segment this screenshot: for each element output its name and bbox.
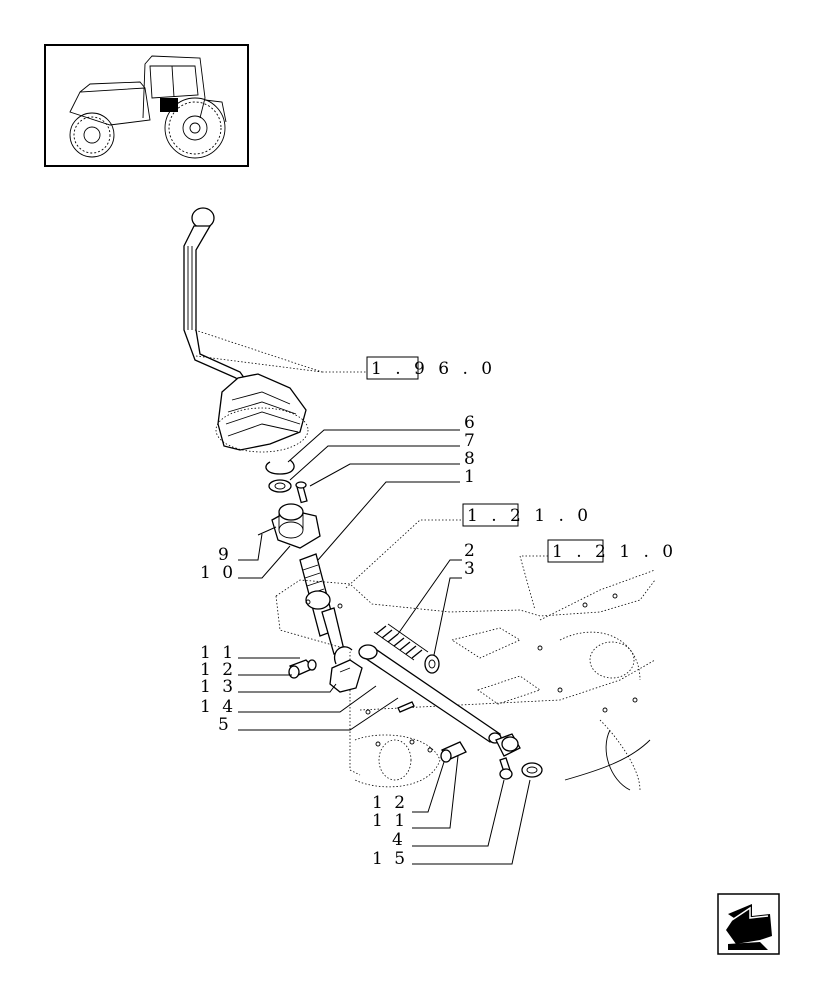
callout-4: 4 <box>392 830 406 850</box>
back-navigation-button[interactable] <box>717 893 780 955</box>
callout-10: 1 0 <box>200 563 236 583</box>
fork-part-13 <box>329 646 363 693</box>
washer-part-3 <box>424 654 440 674</box>
reference-1-21-0-right-text: 1 . 2 1 . 0 <box>552 542 677 562</box>
plug-part-11-lower <box>440 741 467 763</box>
washer-part-15 <box>521 762 543 778</box>
callout-labels: 6 7 8 1 9 1 0 2 3 1 1 1 2 1 3 1 4 5 1 2 … <box>200 413 478 869</box>
callout-14: 1 4 <box>200 697 236 717</box>
reference-1-96-0[interactable]: 1 . 9 6 . 0 <box>366 356 496 380</box>
callout-11-bottom: 1 1 <box>372 811 408 831</box>
gear-lever-assembly <box>183 207 367 453</box>
joint-part-4 <box>495 733 521 780</box>
callout-11-left: 1 1 <box>200 643 236 663</box>
plug-part-11-left <box>288 659 317 679</box>
callout-2: 2 <box>464 541 478 561</box>
reference-1-21-0-left-text: 1 . 2 1 . 0 <box>467 506 592 526</box>
tractor-thumbnail[interactable] <box>44 44 249 167</box>
callout-1: 1 <box>464 467 478 487</box>
callout-8: 8 <box>464 449 478 469</box>
arrow-back-icon <box>726 904 772 950</box>
callout-7: 7 <box>464 431 478 451</box>
leader-lines <box>238 429 548 865</box>
pin-part-14 <box>397 701 415 713</box>
pin-part-9 <box>257 526 277 536</box>
callout-9: 9 <box>218 545 232 565</box>
callout-3: 3 <box>464 559 478 579</box>
circlip-part-6 <box>265 459 295 475</box>
shaft-part-1 <box>299 553 345 655</box>
callout-12-bottom: 1 2 <box>372 793 408 813</box>
callout-12-left: 1 2 <box>200 660 236 680</box>
transmission-housing <box>275 555 656 791</box>
callout-15: 1 5 <box>372 849 408 869</box>
callout-6: 6 <box>464 413 478 433</box>
washer-part-7 <box>268 479 292 493</box>
reference-1-21-0-right[interactable]: 1 . 2 1 . 0 <box>547 539 677 563</box>
lever-support-part-10 <box>271 503 321 549</box>
callout-5: 5 <box>218 715 232 735</box>
callout-13: 1 3 <box>200 677 236 697</box>
reference-1-96-0-text: 1 . 9 6 . 0 <box>371 359 496 379</box>
tractor-icon <box>69 55 227 159</box>
selector-rod-part-5 <box>358 644 502 744</box>
spring-part-2 <box>373 623 429 661</box>
reference-1-21-0-left[interactable]: 1 . 2 1 . 0 <box>462 503 592 527</box>
bolt-part-8 <box>295 481 308 504</box>
